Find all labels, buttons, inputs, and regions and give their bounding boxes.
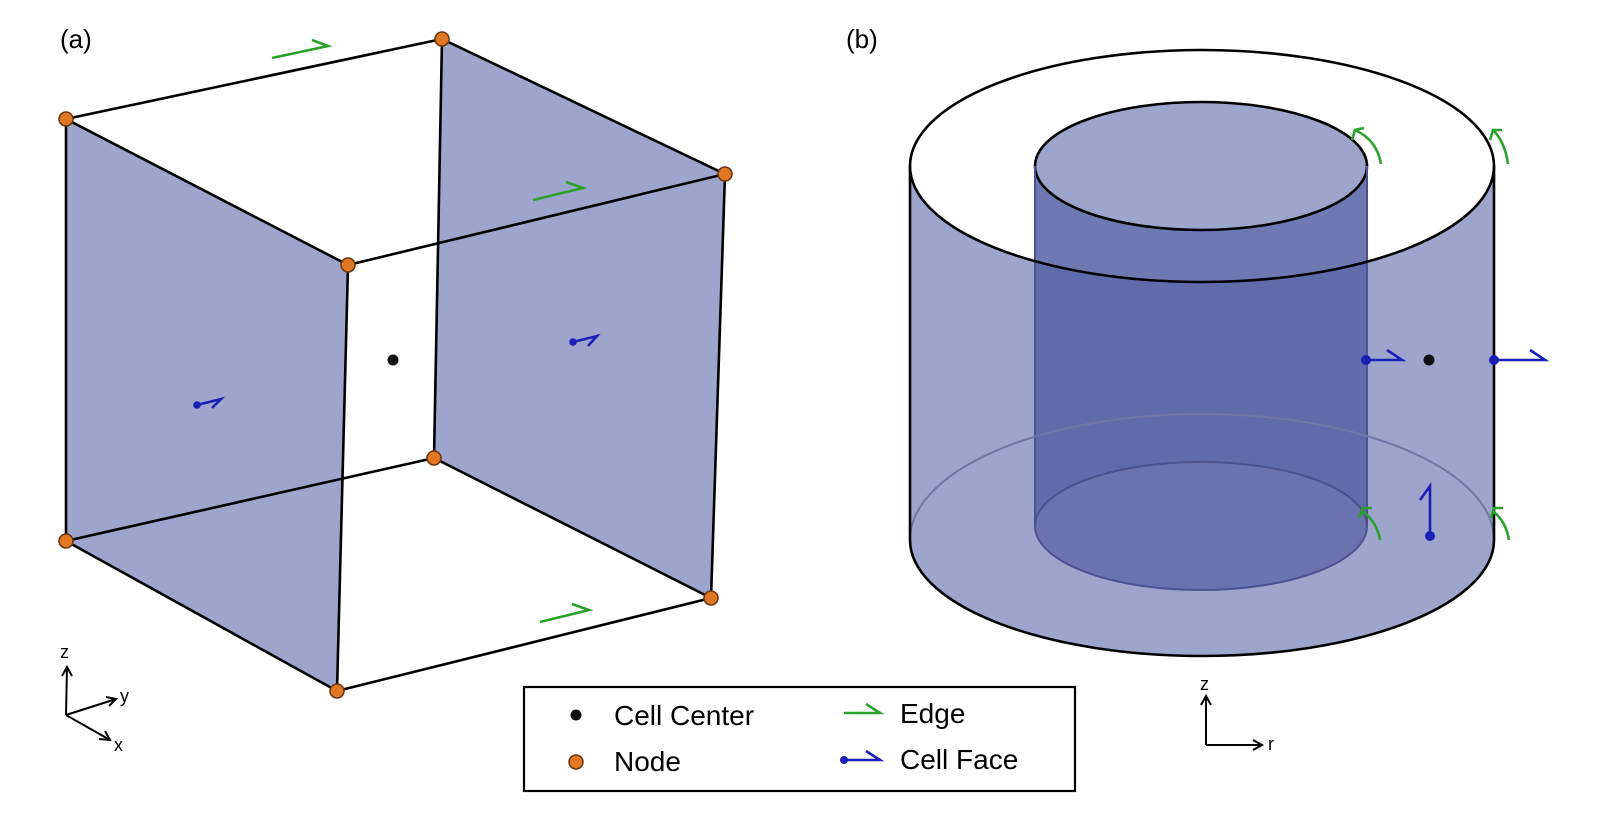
node	[703, 590, 719, 606]
legend-item-edge: Edge	[900, 698, 965, 729]
inner-bottom-ellipse	[1034, 461, 1368, 591]
green-arrow-icon	[844, 702, 885, 715]
legend-item-cell-center: Cell Center	[614, 700, 754, 731]
black-dot-icon	[570, 709, 582, 721]
edge-arrow	[271, 38, 333, 60]
node	[58, 533, 74, 549]
legend-item-node: Node	[614, 746, 681, 777]
axis-label-z: z	[1200, 674, 1209, 694]
node	[340, 257, 356, 273]
blue-arrow-icon	[840, 749, 885, 764]
cell-face-marker	[193, 396, 226, 409]
edge-arrow	[1488, 128, 1510, 165]
node	[58, 111, 74, 127]
panel-a-label: (a)	[60, 24, 92, 54]
axis-label-x: x	[114, 735, 123, 755]
edge-arrow	[532, 180, 588, 202]
inner-top-ellipse	[1033, 100, 1369, 232]
node	[426, 450, 442, 466]
edge-arrow	[1489, 506, 1511, 541]
cell-face-marker	[1418, 481, 1435, 541]
cell-center-dot	[387, 354, 399, 366]
node	[329, 683, 345, 699]
orange-node-icon	[568, 754, 584, 770]
axes-triad-b: z r	[1200, 674, 1274, 754]
panel-b: (b)	[846, 24, 1550, 754]
nodes	[58, 31, 733, 699]
cell-face-marker	[1489, 348, 1550, 365]
right-face	[434, 39, 725, 598]
edge-arrow	[539, 602, 594, 624]
axis-label-r: r	[1268, 734, 1274, 754]
panel-a: (a)	[58, 24, 733, 755]
cube-edges	[64, 37, 727, 693]
cell-center-dot	[1423, 354, 1435, 366]
left-face	[66, 119, 348, 691]
cell-face-marker	[569, 333, 601, 347]
axis-label-z: z	[60, 642, 69, 662]
outer-bottom-front	[908, 539, 1496, 658]
axis-label-y: y	[120, 686, 129, 706]
node	[434, 31, 450, 47]
axes-triad-a: z y x	[60, 642, 129, 755]
legend-box	[522, 685, 1077, 793]
panel-b-label: (b)	[846, 24, 878, 54]
cell-face-marker	[1361, 348, 1407, 365]
edge-arrow	[1350, 126, 1383, 165]
edge-arrow	[1357, 506, 1382, 541]
legend-item-cell-face: Cell Face	[900, 744, 1018, 775]
node	[717, 166, 733, 182]
legend: Cell Center Node Edge Cell Face	[522, 685, 1077, 793]
outer-bottom-back	[909, 413, 1495, 541]
